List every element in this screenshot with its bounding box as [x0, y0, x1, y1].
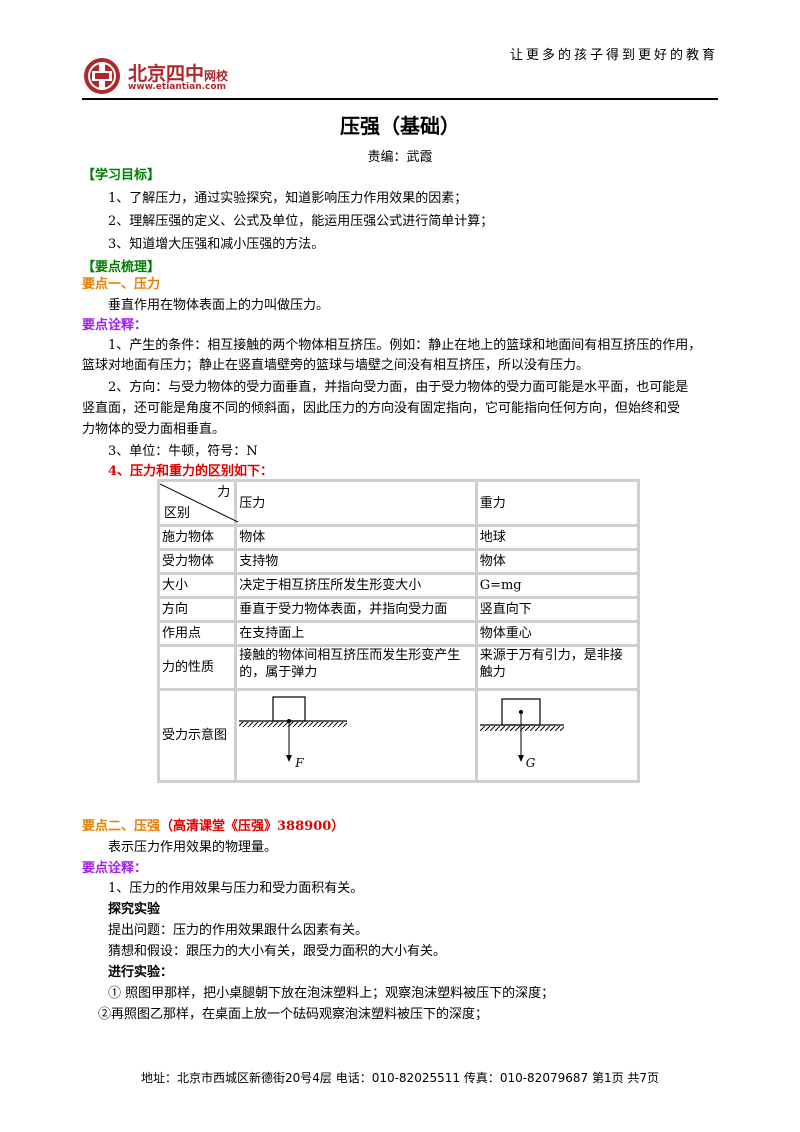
cell-pressure: 在支持面上 — [234, 620, 478, 647]
cell-gravity: G=mg — [474, 572, 641, 599]
header-slogan: 让更多的孩子得到更好的教育 — [509, 48, 718, 63]
col-header-gravity: 重力 — [474, 479, 641, 527]
row-label: 作用点 — [156, 620, 238, 647]
key-point-2-ref: （高清课堂《压强》388900） — [160, 819, 345, 834]
experiment-heading: 探究实验 — [108, 902, 161, 917]
experiment-hypothesis: 猜想和假设：跟压力的大小有关，跟受力面积的大小有关。 — [108, 944, 447, 959]
logo-emblem-icon — [84, 58, 120, 94]
cell-pressure: 支持物 — [234, 548, 478, 575]
page-title: 压强（基础） — [340, 114, 460, 138]
section-key-points: 【要点梳理】 — [82, 260, 161, 275]
table-row: 力的性质 接触的物体间相互挤压而发生形变产生的，属于弹力 来源于万有引力，是非接… — [156, 644, 641, 691]
gravity-diagram-cell: G — [474, 688, 641, 783]
notes-heading-2: 要点诠释： — [82, 861, 148, 876]
note-condition-1: 1、产生的条件：相互接触的两个物体相互挤压。例如：静止在地上的篮球和地面间有相互… — [108, 338, 702, 353]
cell-gravity: 来源于万有引力，是非接触力 — [474, 644, 641, 691]
note-difference-heading: 4、压力和重力的区别如下： — [108, 464, 274, 479]
cell-pressure: 决定于相互挤压所发生形变大小 — [234, 572, 478, 599]
procedure-step-1: ① 照图甲那样，把小桌腿朝下放在泡沫塑料上；观察泡沫塑料被压下的深度； — [108, 986, 555, 1001]
row-label: 方向 — [156, 596, 238, 623]
table-row-diagram: 受力示意图 F — [156, 688, 641, 783]
row-label: 受力物体 — [156, 548, 238, 575]
goal-3: 3、知道增大压强和减小压强的方法。 — [108, 237, 325, 252]
note-direction-2: 竖直面，还可能是角度不同的倾斜面，因此压力的方向没有固定指向，它可能指向任何方向… — [82, 401, 681, 416]
cell-pressure: 垂直于受力物体表面，并指向受力面 — [234, 596, 478, 623]
force-g-label: G — [525, 756, 536, 770]
cell-pressure: 接触的物体间相互挤压而发生形变产生的，属于弹力 — [234, 644, 478, 691]
cell-gravity: 竖直向下 — [474, 596, 641, 623]
key-point-2-heading: 要点二、压强（高清课堂《压强》388900） — [82, 815, 344, 834]
pressure-diagram-cell: F — [234, 688, 478, 783]
header-divider — [82, 98, 718, 100]
page-footer: 地址：北京市西城区新德街20号4层 电话：010-82025511 传真：010… — [140, 1071, 660, 1085]
table-header-row: 力 区别 压力 重力 — [156, 479, 641, 527]
pressure-force-diagram — [239, 696, 348, 762]
row-label: 大小 — [156, 572, 238, 599]
experiment-question: 提出问题：压力的作用效果跟什么因素有关。 — [108, 923, 369, 938]
table-row: 大小 决定于相互挤压所发生形变大小 G=mg — [156, 572, 641, 599]
note-direction-1: 2、方向：与受力物体的受力面垂直，并指向受力面，由于受力物体的受力面可能是水平面… — [108, 380, 689, 395]
key-point-2-title: 要点二、压强 — [82, 819, 161, 834]
experiment-procedure-heading: 进行实验： — [108, 965, 174, 980]
table-row: 方向 垂直于受力物体表面，并指向受力面 竖直向下 — [156, 596, 641, 623]
cell-pressure: 物体 — [234, 524, 478, 551]
note-effect: 1、压力的作用效果与压力和受力面积有关。 — [108, 881, 364, 896]
corner-label-force: 力 — [217, 485, 231, 500]
table-row: 作用点 在支持面上 物体重心 — [156, 620, 641, 647]
note-unit: 3、单位：牛顿，符号：N — [108, 444, 258, 459]
corner-label-difference: 区别 — [164, 506, 191, 521]
note-condition-2: 篮球对地面有压力；静止在竖直墙壁旁的篮球与墙壁之间没有相互挤压，所以没有压力。 — [82, 358, 590, 373]
editor-line: 责编：武霞 — [367, 150, 433, 165]
section-learning-goals: 【学习目标】 — [82, 168, 161, 183]
pressure-definition: 垂直作用在物体表面上的力叫做压力。 — [108, 298, 330, 313]
force-f-label: F — [295, 756, 304, 770]
cell-gravity: 物体 — [474, 548, 641, 575]
pressure-meaning: 表示压力作用效果的物理量。 — [108, 840, 278, 855]
procedure-step-2: ②再照图乙那样，在桌面上放一个砝码观察泡沫塑料被压下的深度； — [98, 1007, 489, 1022]
logo-url: www.etiantian.com — [128, 82, 226, 92]
table-row: 施力物体 物体 地球 — [156, 524, 641, 551]
note-direction-3: 力物体的受力面相垂直。 — [82, 422, 226, 437]
goal-2: 2、理解压强的定义、公式及单位，能运用压强公式进行简单计算； — [108, 214, 494, 229]
row-label: 力的性质 — [156, 644, 238, 691]
logo-brand: 北京四中网校 — [128, 63, 229, 85]
logo: 北京四中网校 www.etiantian.com — [82, 56, 232, 96]
table-row: 受力物体 支持物 物体 — [156, 548, 641, 575]
diagonal-line-icon — [160, 483, 238, 523]
cell-gravity: 物体重心 — [474, 620, 641, 647]
gravity-force-diagram — [479, 698, 564, 762]
col-header-pressure: 压力 — [234, 479, 478, 527]
goal-1: 1、了解压力，通过实验探究，知道影响压力作用效果的因素； — [108, 191, 468, 206]
cell-gravity: 地球 — [474, 524, 641, 551]
comparison-table: 力 区别 压力 重力 施力物体 物体 地球 受力物体 支持物 物体 大小 决定于… — [156, 479, 641, 783]
row-label: 施力物体 — [156, 524, 238, 551]
notes-heading-1: 要点诠释： — [82, 318, 148, 333]
row-label: 受力示意图 — [156, 688, 238, 783]
table-corner-cell: 力 区别 — [156, 479, 238, 527]
key-point-1-heading: 要点一、压力 — [82, 277, 161, 292]
